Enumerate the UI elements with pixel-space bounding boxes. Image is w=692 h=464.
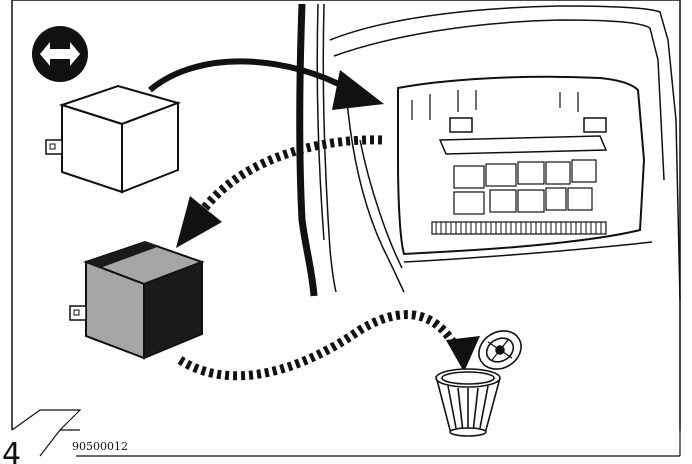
figure-code: 90500012 (72, 440, 128, 453)
dashboard-panel (329, 5, 681, 301)
old-relay (69, 240, 205, 360)
trash-can-icon (435, 330, 522, 437)
door-pillar (296, 3, 337, 297)
install-arrow (148, 58, 384, 110)
bidirectional-arrow-icon (32, 26, 88, 82)
figure-bottom-tab (11, 409, 681, 457)
fuse-strip (435, 222, 602, 234)
step-number: 4 (2, 437, 21, 464)
new-relay (45, 84, 182, 194)
remove-arrow (176, 135, 383, 248)
figure-border (11, 0, 681, 430)
discard-arrow (177, 310, 480, 381)
fuse-grid (431, 159, 607, 235)
